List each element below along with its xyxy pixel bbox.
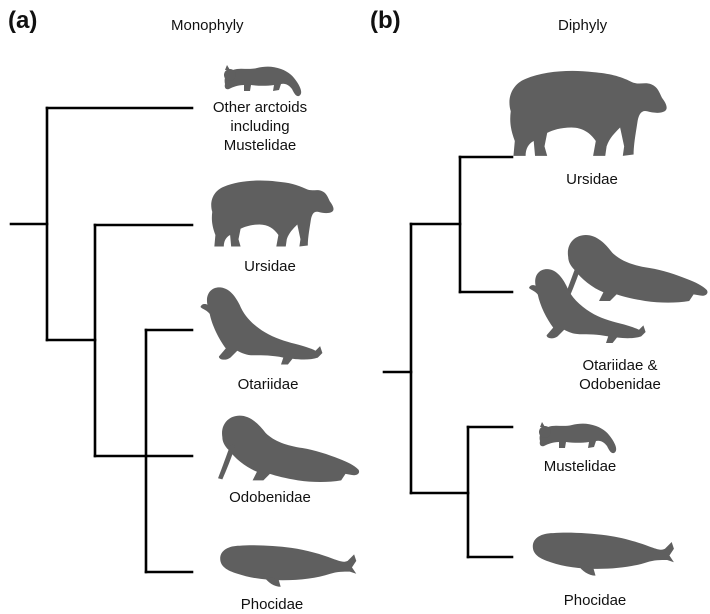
taxon-label-otariidae-a: Otariidae xyxy=(218,375,318,394)
bear-icon xyxy=(509,71,666,156)
taxon-label-mustelidae-b: Mustelidae xyxy=(525,457,635,476)
tree-a xyxy=(11,108,192,572)
sea-lion-icon xyxy=(201,287,323,364)
taxon-label-arctoids-line-1: Other arctoids xyxy=(200,98,320,117)
taxon-label-otariidae-b-line-1: Otariidae & xyxy=(560,356,680,375)
taxon-label-arctoids-line-2: including xyxy=(200,117,320,136)
taxon-label-odobenidae-a: Odobenidae xyxy=(210,488,330,507)
seal-icon xyxy=(533,533,674,576)
taxon-label-phocidae-b: Phocidae xyxy=(545,591,645,610)
taxon-label-otariidae-odobenidae-b: Otariidae & Odobenidae xyxy=(560,356,680,394)
bear-icon xyxy=(211,180,333,246)
walrus-icon xyxy=(218,416,359,482)
walrus-icon xyxy=(564,235,708,303)
taxon-label-ursidae-a: Ursidae xyxy=(225,257,315,276)
taxon-label-ursidae-b: Ursidae xyxy=(547,170,637,189)
seal-icon xyxy=(220,545,356,586)
taxon-label-arctoids-line-3: Mustelidae xyxy=(200,136,320,155)
taxon-label-arctoids: Other arctoids including Mustelidae xyxy=(200,98,320,155)
taxon-label-otariidae-b-line-2: Odobenidae xyxy=(560,375,680,394)
weasel-icon xyxy=(224,65,301,96)
taxon-label-phocidae-a: Phocidae xyxy=(222,595,322,614)
weasel-icon xyxy=(539,422,616,453)
tree-b xyxy=(384,157,512,557)
